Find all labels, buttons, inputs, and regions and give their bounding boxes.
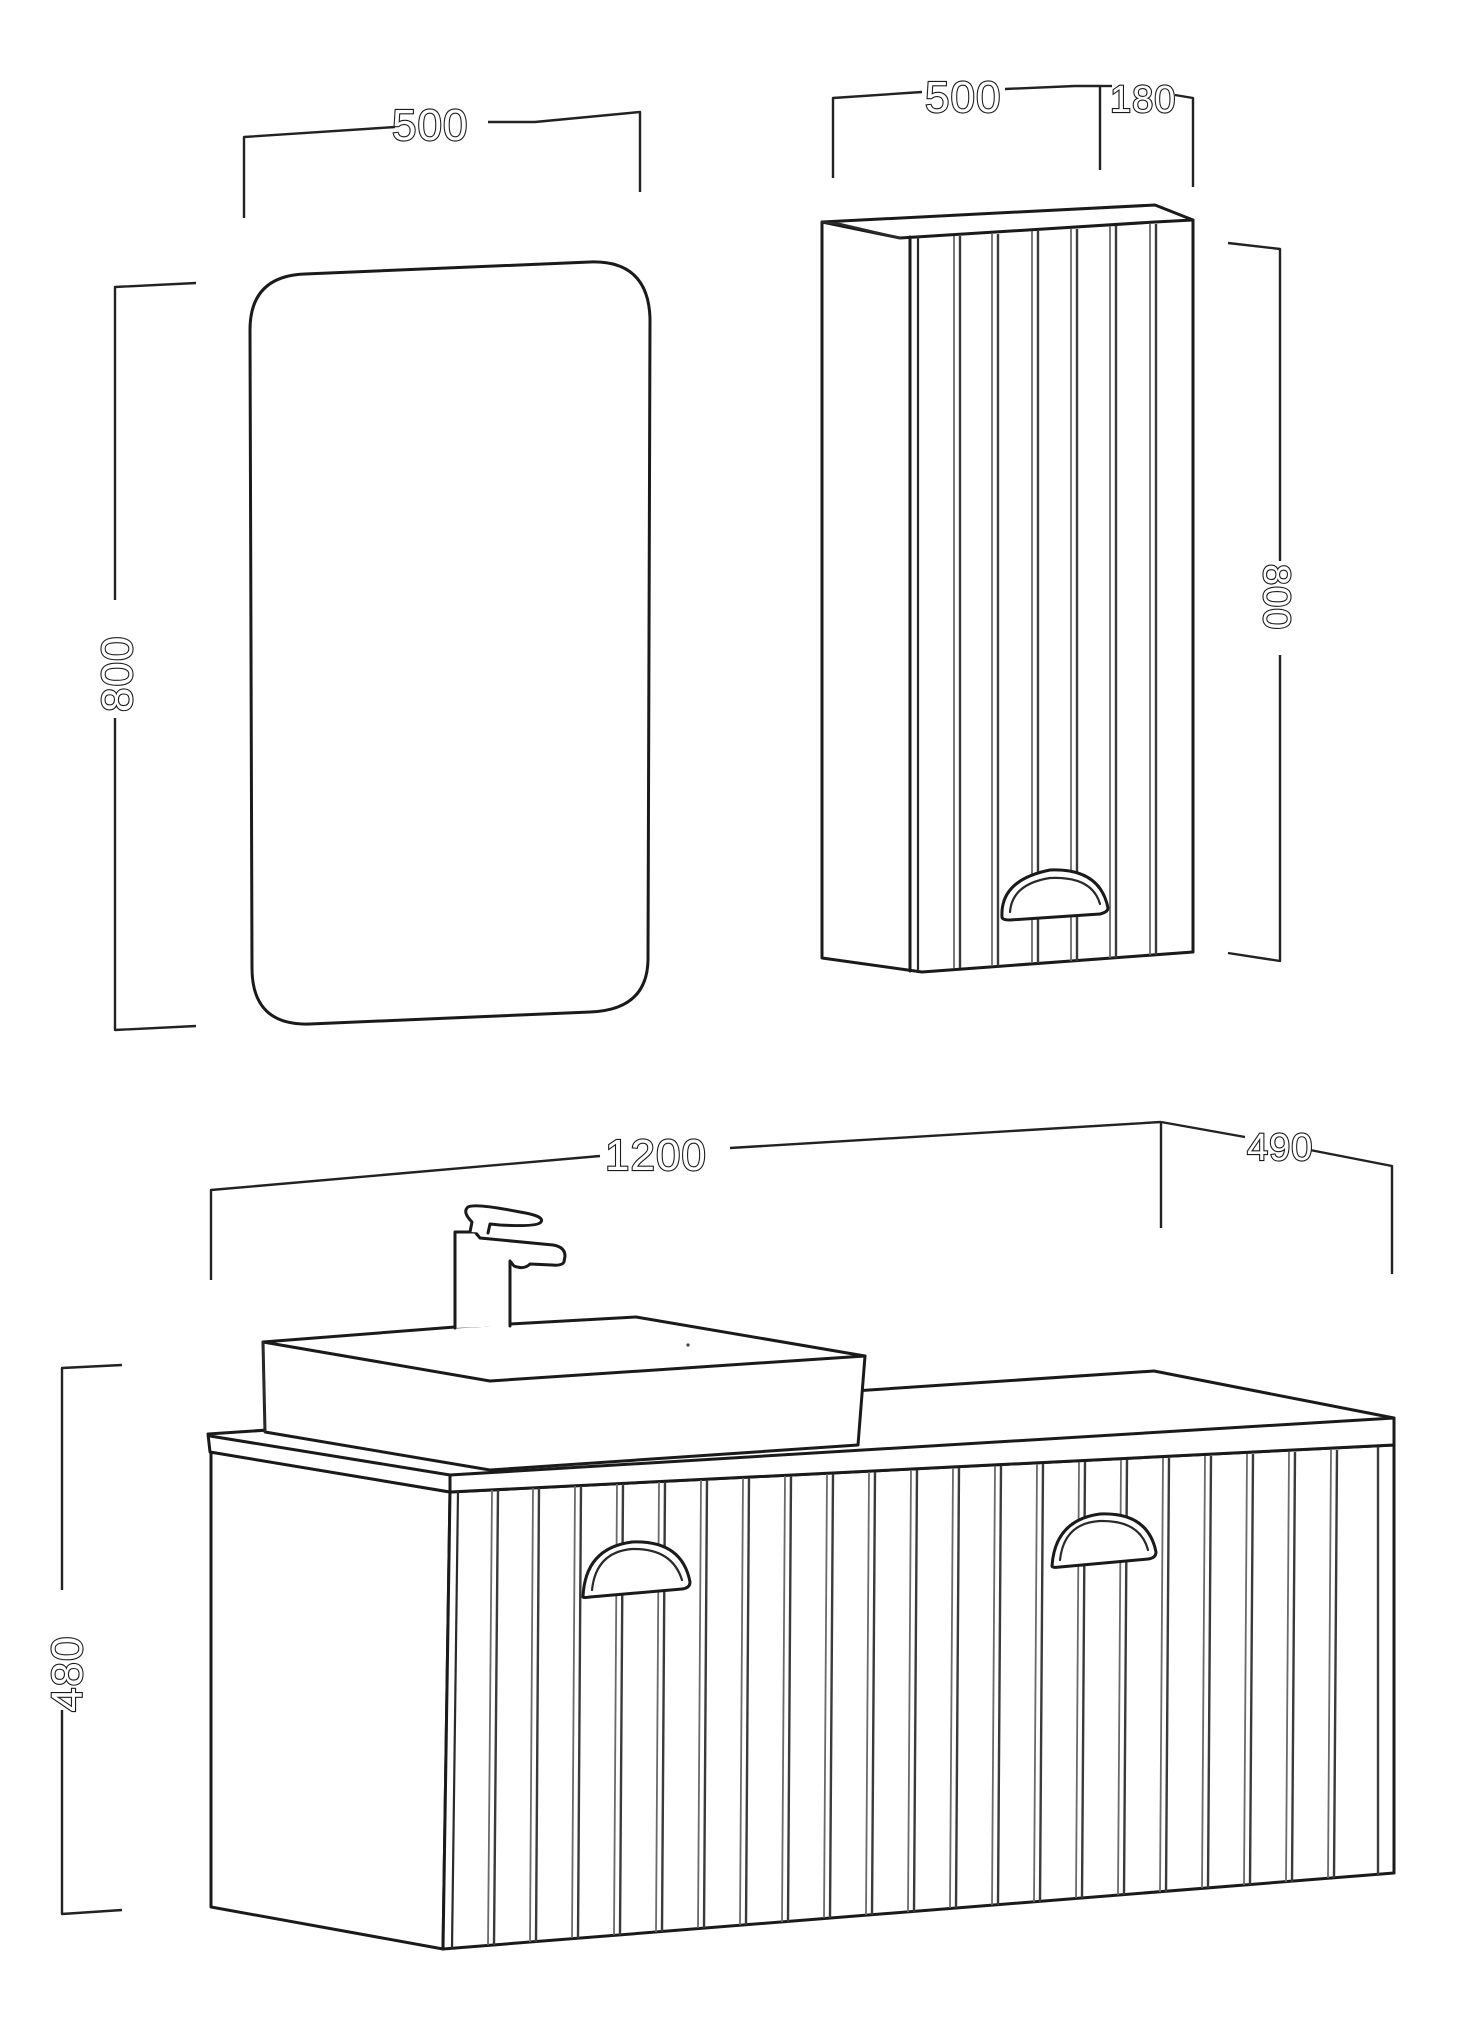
cabinet-door-grooves [953,224,1158,968]
vanity-width-dimension: 1200 [209,1120,1163,1280]
vanity-height-dimension: 480 [42,1363,123,1916]
cabinet-depth-label: 180 [1110,79,1176,121]
vanity-depth-dimension: 490 [1160,1120,1394,1274]
cabinet-width-label: 500 [925,73,1001,122]
vanity-width-label: 1200 [605,1131,707,1180]
cabinet-height-dimension: 800 [1227,241,1298,963]
mirror: 500 800 [92,100,652,1032]
vanity-height-label: 480 [43,1636,92,1712]
faucet [453,1204,567,1330]
mirror-width-label: 500 [392,101,468,150]
countertop-basin [261,1315,867,1472]
vanity-right-handle [1050,1512,1158,1569]
vanity-front-grooves [487,1447,1380,1946]
vanity-depth-label: 490 [1247,1127,1313,1169]
mirror-height-label: 800 [93,636,142,712]
faucet-handle [464,1204,544,1235]
mirror-height-dimension: 800 [92,281,197,1032]
vanity-unit: 1200 490 480 [42,1120,1396,1951]
cabinet-height-label: 800 [1255,564,1297,630]
cabinet-width-dimension: 500 [831,72,1102,178]
vanity-left-handle [581,1540,692,1599]
cabinet-handle [1000,868,1110,922]
mirror-outline [248,260,652,1026]
cabinet-depth-dimension: 180 [1100,78,1195,187]
wall-cabinet: 500 180 800 [820,72,1298,974]
mirror-width-dimension: 500 [242,100,642,218]
